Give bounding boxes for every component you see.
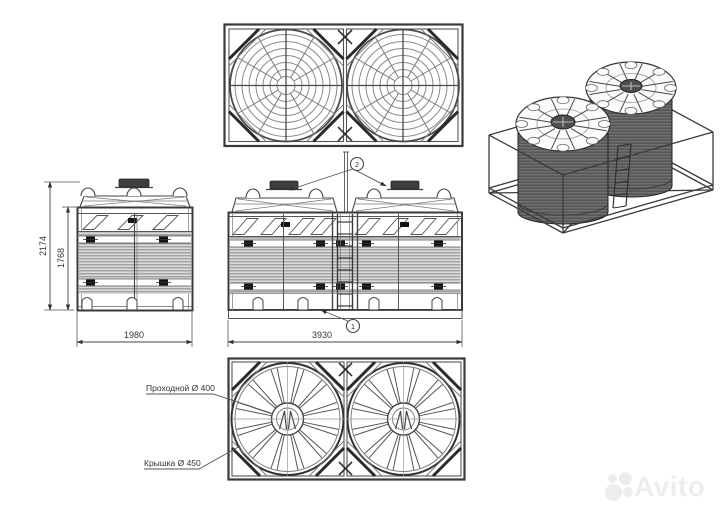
label-lid: Крышка Ø 450 <box>144 445 241 470</box>
callout-2-number: 2 <box>355 160 359 169</box>
dim-front-total-height: 2174 <box>38 236 48 256</box>
avito-wordmark: Avito <box>634 471 706 502</box>
front-view <box>76 178 194 312</box>
dim-side-width: 3930 <box>312 330 332 340</box>
label-lid-text: Крышка Ø 450 <box>144 458 201 468</box>
lid-plan-view <box>227 357 466 481</box>
avito-watermark: Avito <box>604 468 720 506</box>
callout-1: 1 <box>320 309 361 334</box>
dim-front-width: 1980 <box>124 330 144 340</box>
side-view <box>227 151 463 319</box>
dimension-front-body-height: 1768 <box>56 206 76 311</box>
label-manhole: Проходной Ø 400 <box>146 383 272 414</box>
label-manhole-text: Проходной Ø 400 <box>146 383 215 393</box>
top-plan-view <box>223 23 464 148</box>
dim-front-body-height: 1768 <box>56 248 66 268</box>
isometric-view <box>488 61 714 234</box>
callout-1-number: 1 <box>351 322 355 331</box>
callout-2: 2 <box>288 156 387 191</box>
avito-logo-icon <box>604 471 634 503</box>
dimension-front-width: 1980 <box>76 312 193 347</box>
dimension-front-total-height: 2174 <box>38 181 80 311</box>
dimension-side-width: 3930 <box>227 320 463 347</box>
